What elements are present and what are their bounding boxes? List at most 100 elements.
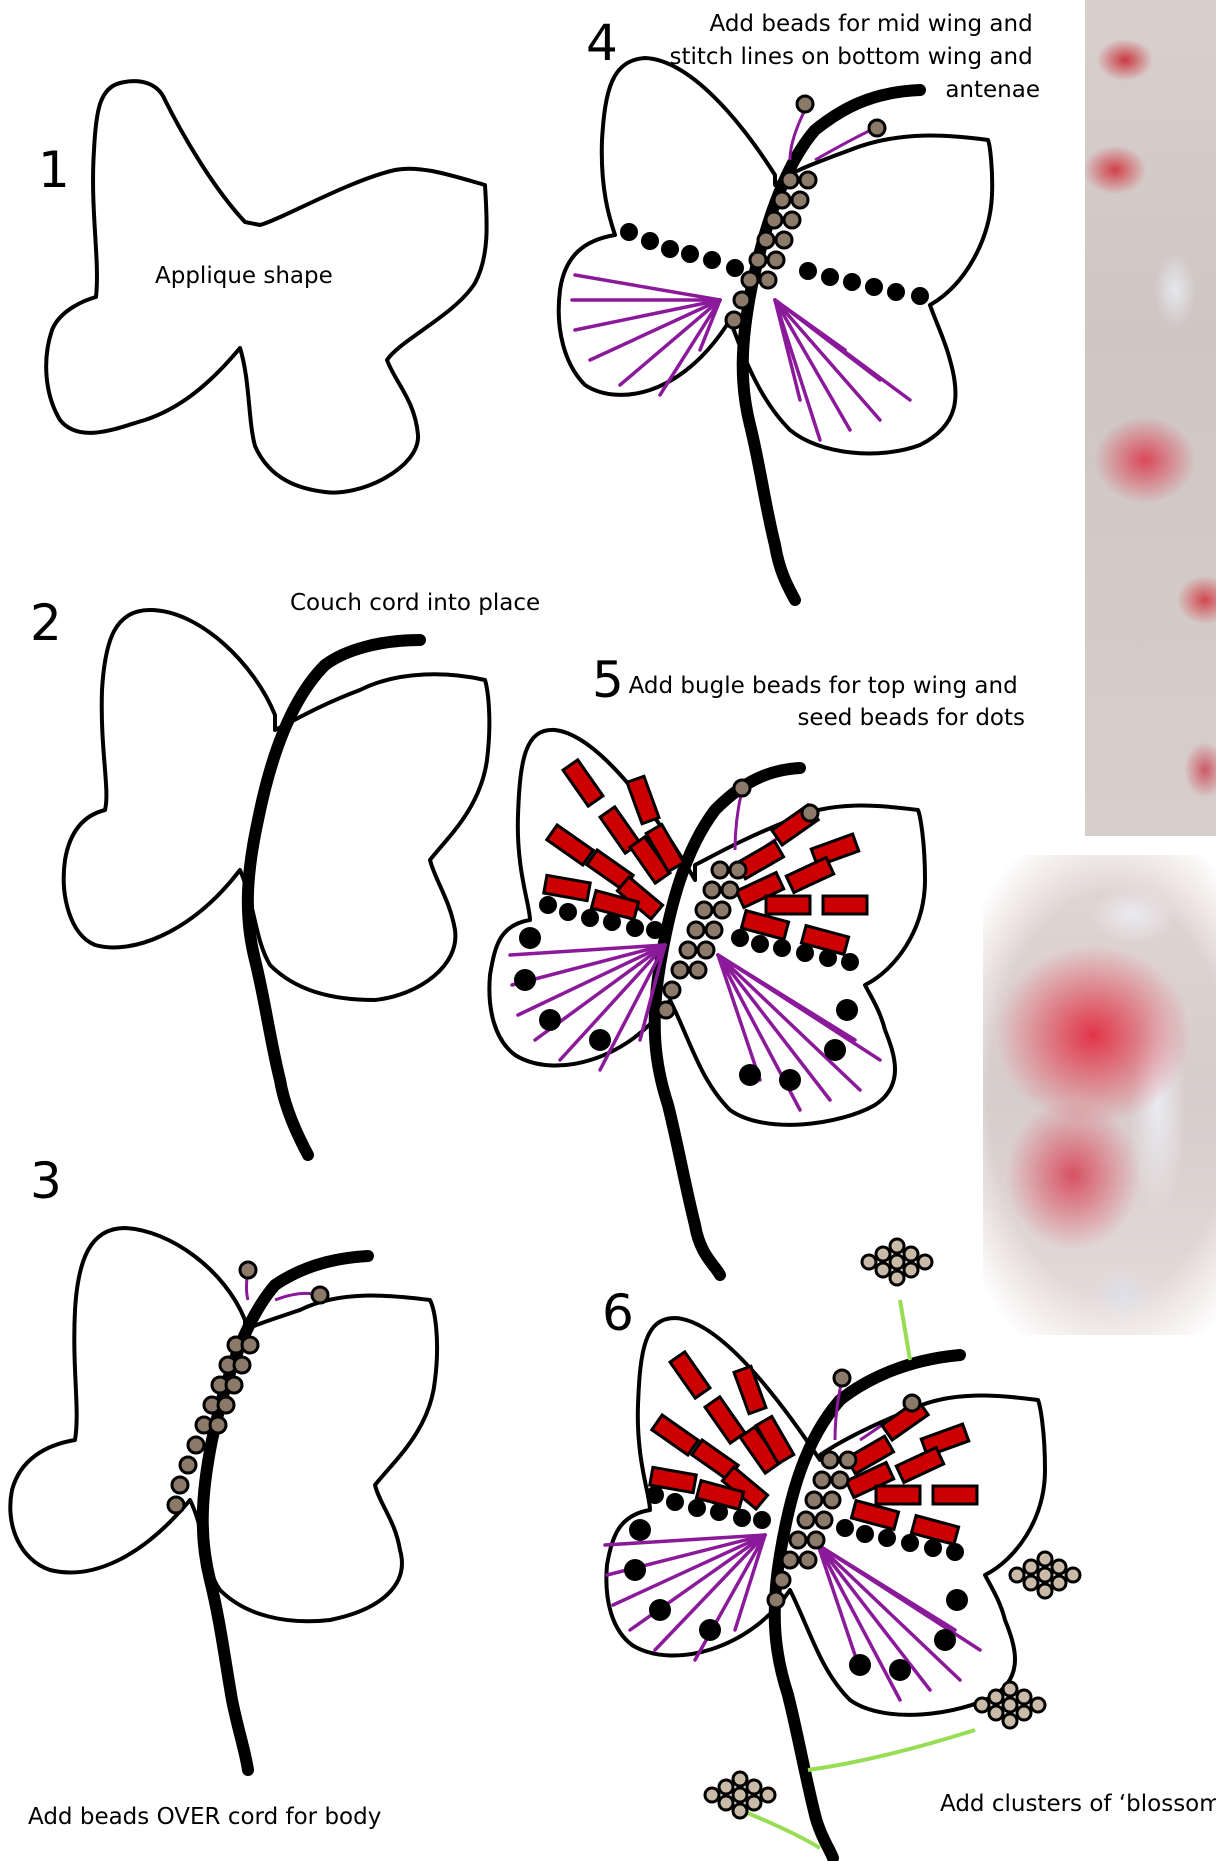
seed-bead	[681, 245, 699, 263]
seed-bead	[779, 1069, 801, 1091]
blossom-bead	[705, 1788, 719, 1802]
body-bead	[776, 232, 792, 248]
stitch-line	[575, 300, 720, 330]
seed-bead	[821, 268, 839, 286]
blossom-bead	[1024, 1576, 1038, 1590]
body-bead	[758, 232, 774, 248]
bugle-bead	[766, 896, 810, 914]
seed-bead	[901, 1534, 919, 1552]
body-bead	[242, 1337, 258, 1353]
blossom-bead	[719, 1780, 733, 1794]
blossom-bead	[876, 1247, 890, 1261]
step-number: 6	[602, 1284, 634, 1342]
blossom-bead	[1052, 1560, 1066, 1574]
body-bead	[658, 1002, 674, 1018]
body-bead	[816, 1512, 832, 1528]
seed-bead	[824, 1039, 846, 1061]
body-bead	[704, 882, 720, 898]
body-bead	[690, 962, 706, 978]
step-number: 3	[30, 1152, 62, 1210]
body-bead	[832, 1472, 848, 1488]
stitch-line	[818, 1545, 930, 1690]
applique-outline	[64, 610, 490, 1000]
seed-bead	[646, 1486, 664, 1504]
body-bead	[800, 1552, 816, 1568]
antenna-bead	[869, 120, 885, 136]
bugle-bead	[547, 825, 593, 865]
step-4: 4 Add beads for mid wing and stitch line…	[559, 11, 1040, 600]
bugle-bead	[627, 776, 659, 824]
seed-bead	[751, 935, 769, 953]
step-number: 2	[30, 594, 62, 652]
bugle-bead	[896, 1448, 943, 1483]
seed-bead	[603, 913, 621, 931]
bugle-bead	[563, 760, 603, 806]
body-beads	[168, 1262, 328, 1513]
bugle-bead	[823, 896, 867, 914]
blossom-bead	[1010, 1568, 1024, 1582]
seed-bead	[946, 1589, 968, 1611]
step-1: 1 Applique shape	[38, 81, 487, 492]
body-bead	[698, 942, 714, 958]
seed-bead	[946, 1543, 964, 1561]
body-bead	[824, 1492, 840, 1508]
seed-bead	[753, 1511, 771, 1529]
body-bead	[730, 862, 746, 878]
body-bead	[168, 1497, 184, 1513]
body-bead	[226, 1377, 242, 1393]
body-bead	[766, 212, 782, 228]
seed-bead	[934, 1629, 956, 1651]
blossom-bead	[1038, 1552, 1052, 1566]
body-bead	[688, 922, 704, 938]
seed-bead	[539, 896, 557, 914]
bugle-bead	[734, 1366, 766, 1414]
stitch-line	[630, 1535, 765, 1630]
body-bead	[180, 1457, 196, 1473]
blossom-bead	[904, 1247, 918, 1261]
seed-bead	[819, 949, 837, 967]
seed-bead	[661, 240, 679, 258]
seed-bead	[666, 1493, 684, 1511]
blossom-bead	[1024, 1560, 1038, 1574]
seed-bead	[641, 232, 659, 250]
step-caption: Add beads for mid wing and stitch lines …	[670, 11, 1040, 103]
blossom-bead	[918, 1255, 932, 1269]
body-bead	[750, 252, 766, 268]
seed-bead	[629, 1519, 651, 1541]
blossom-bead	[747, 1780, 761, 1794]
body-bead	[210, 1417, 226, 1433]
blossom-bead	[1017, 1690, 1031, 1704]
seed-bead	[836, 999, 858, 1021]
step-5: 5 Add bugle beads for top wing and seed …	[489, 651, 1025, 1275]
step-2: 2 Couch cord into place	[30, 590, 540, 1155]
body-bead	[760, 272, 776, 288]
blossom-bead	[1038, 1568, 1052, 1582]
step-caption: Add bugle beads for top wing and seed be…	[629, 673, 1025, 731]
blossom-stem	[900, 1300, 910, 1360]
seed-bead	[911, 287, 929, 305]
blossom-bead	[733, 1772, 747, 1786]
blossom-bead	[975, 1698, 989, 1712]
couched-cord	[655, 768, 800, 1275]
seed-bead	[924, 1539, 942, 1557]
stitch-line	[518, 945, 665, 1015]
blossom-bead	[989, 1706, 1003, 1720]
seed-bead	[646, 921, 664, 939]
blossom-bead	[1031, 1698, 1045, 1712]
seed-bead	[539, 1009, 561, 1031]
seed-bead	[739, 1064, 761, 1086]
step-caption: Add clusters of ‘blossom’	[940, 1791, 1216, 1817]
body-bead	[742, 272, 758, 288]
stitch-line	[575, 275, 720, 300]
couched-cord	[203, 1256, 368, 1770]
body-bead	[234, 1357, 250, 1373]
seed-bead	[878, 1529, 896, 1547]
seed-bead	[841, 953, 859, 971]
body-bead	[774, 1572, 790, 1588]
caption-line: Add beads for mid wing and	[710, 11, 1033, 37]
body-bead	[768, 1592, 784, 1608]
body-bead	[188, 1437, 204, 1453]
seed-bead	[733, 1509, 751, 1527]
blossom-bead	[1066, 1568, 1080, 1582]
